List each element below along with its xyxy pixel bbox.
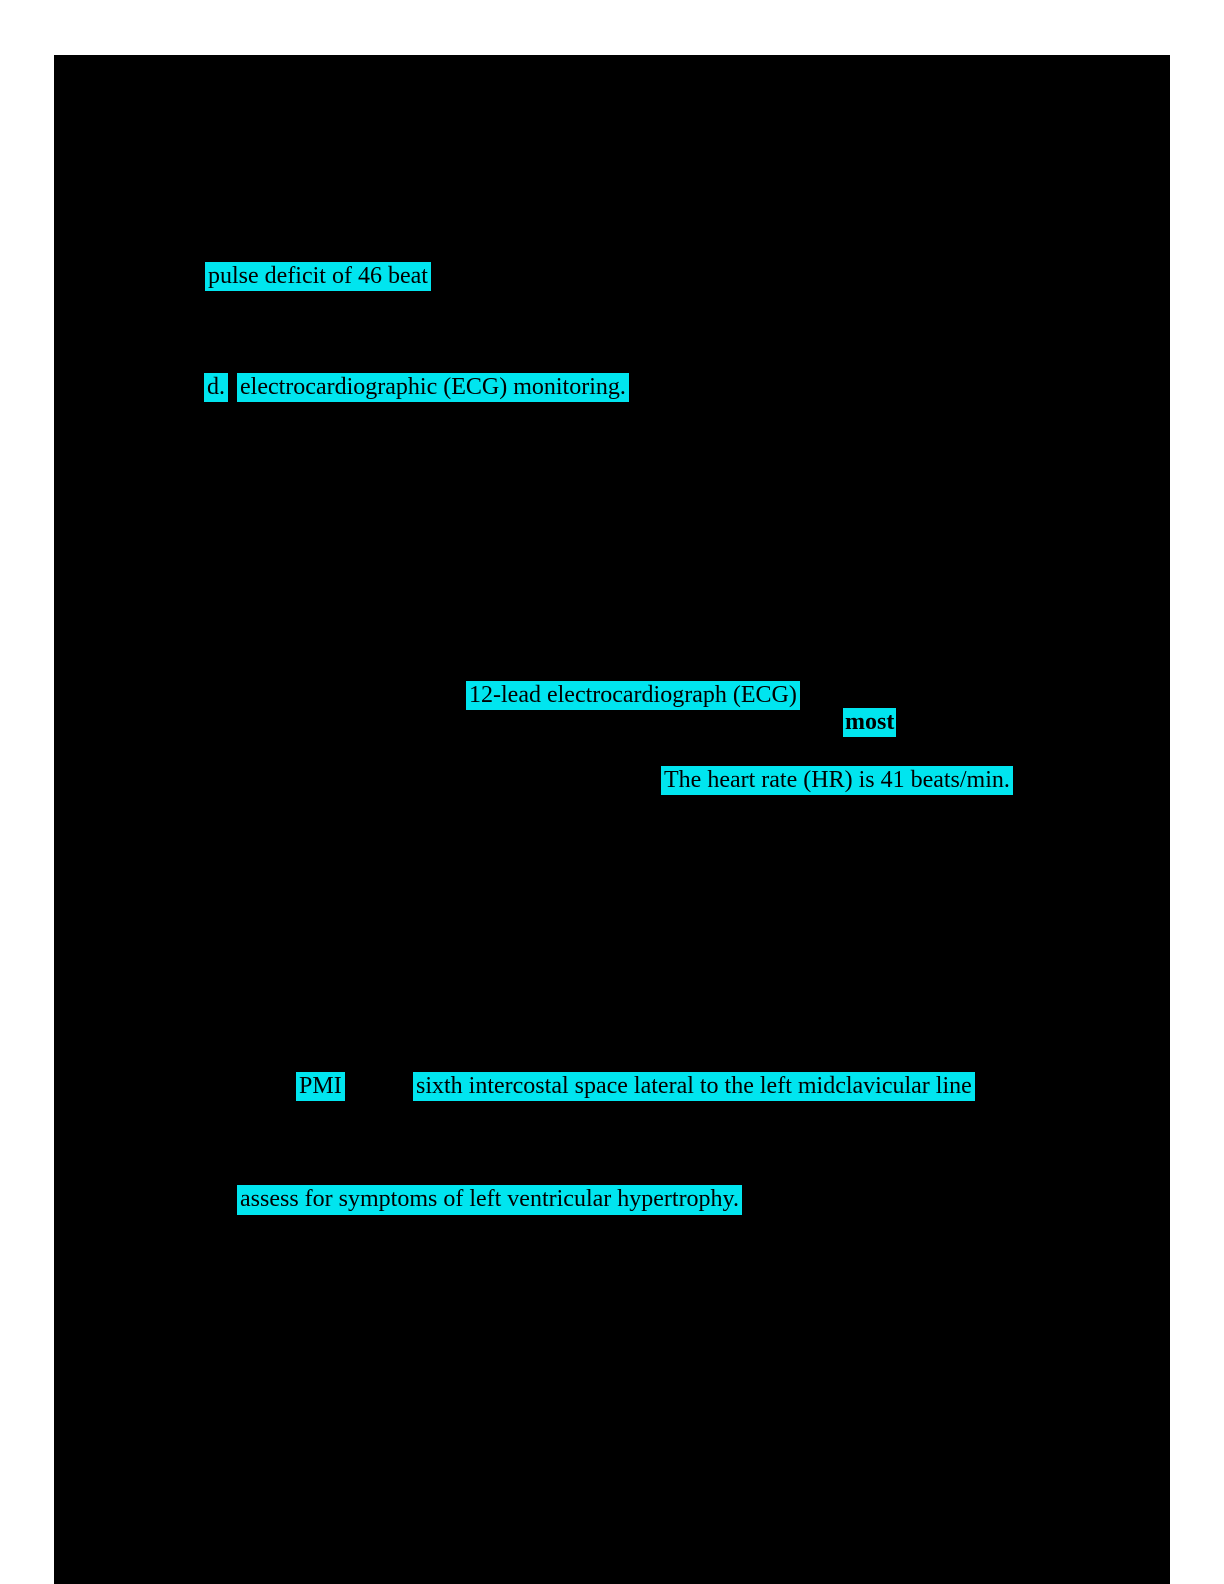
highlight-most-emphasis: most [843,708,897,737]
highlight-pmi-location: sixth intercostal space lateral to the l… [413,1072,975,1101]
document-page: pulse deficit of 46 beat d. electrocardi… [54,55,1170,1584]
highlight-option-d-marker: d. [204,373,228,402]
highlight-pmi-abbreviation: PMI [296,1072,345,1101]
highlight-option-d-answer: electrocardiographic (ECG) monitoring. [237,373,629,402]
highlight-12-lead-ecg: 12-lead electrocardiograph (ECG) [466,681,800,710]
highlight-heart-rate: The heart rate (HR) is 41 beats/min. [661,766,1013,795]
highlight-pulse-deficit: pulse deficit of 46 beat [205,262,431,291]
highlight-lvh-assessment: assess for symptoms of left ventricular … [237,1185,742,1215]
